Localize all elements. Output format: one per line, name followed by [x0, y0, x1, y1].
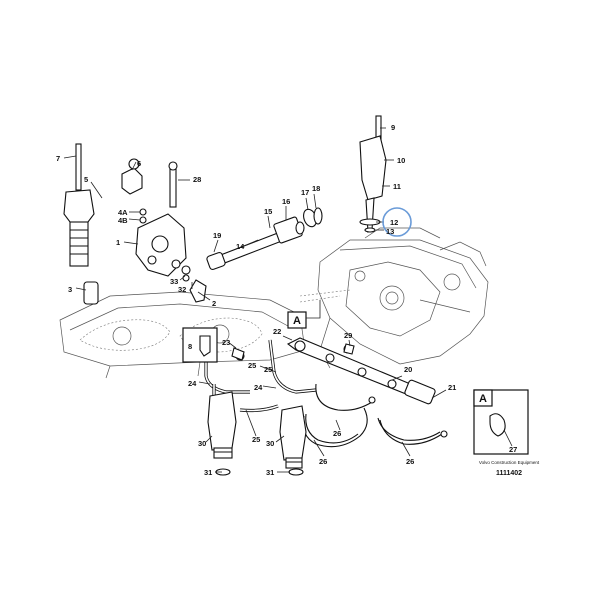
callout-10: 10	[397, 156, 405, 165]
callout-22: 22	[273, 327, 281, 336]
callout-23: 23	[222, 338, 230, 347]
detail-view-a: A	[473, 389, 529, 455]
callout-26-lower: 26	[319, 457, 327, 466]
callout-25-lower: 25	[252, 435, 260, 444]
callout-26-right: 26	[406, 457, 414, 466]
callout-28: 28	[193, 175, 201, 184]
callout-24-left: 24	[188, 379, 197, 388]
small-fasteners	[231, 343, 355, 361]
drawing-number: 1111402	[495, 470, 523, 477]
unit-injectors	[207, 391, 307, 476]
callout-17: 17	[301, 188, 309, 197]
callout-20: 20	[404, 365, 412, 374]
callout-9: 9	[391, 123, 395, 132]
callout-27: 27	[509, 445, 517, 454]
injector-tube-parts	[206, 207, 323, 271]
callout-16: 16	[282, 197, 290, 206]
callout-25-right: 25	[264, 365, 272, 374]
callout-18: 18	[312, 184, 320, 193]
bracket-detail-box	[182, 327, 218, 363]
callout-12: 12	[390, 218, 398, 227]
callout-13: 13	[386, 227, 394, 236]
callout-2: 2	[212, 299, 216, 308]
highlight-circle-part-12	[382, 207, 412, 237]
callout-1: 1	[116, 238, 120, 247]
callout-21: 21	[448, 383, 456, 392]
callout-32: 32	[178, 285, 186, 294]
view-label-main: A	[287, 300, 321, 329]
callout-15: 15	[264, 207, 272, 216]
fuel-pipes	[204, 339, 317, 413]
callout-5: 5	[84, 175, 88, 184]
callout-4a: 4A	[118, 208, 128, 217]
callout-4b: 4B	[118, 216, 128, 225]
callout-30-left: 30	[198, 439, 206, 448]
callout-31-left: 31	[204, 468, 212, 477]
callout-11: 11	[393, 182, 401, 191]
callout-31-middle: 31	[266, 468, 274, 477]
callout-labels: 1 2 3 4A 4B 5 6 7 8 9 10 11 12 13 14 15 …	[56, 123, 517, 477]
fuel-pump-assembly	[121, 158, 207, 303]
callout-29: 29	[344, 331, 352, 340]
callout-26-middle: 26	[333, 429, 341, 438]
callout-33: 33	[170, 277, 178, 286]
callout-19: 19	[213, 231, 221, 240]
callout-30-middle: 30	[266, 439, 274, 448]
callout-3: 3	[68, 285, 72, 294]
callout-8: 8	[188, 342, 192, 351]
callout-6: 6	[137, 159, 141, 168]
brand-caption: Volvo Construction Equipment	[478, 460, 540, 465]
injector-right	[359, 115, 387, 233]
view-label-main-text: A	[293, 315, 301, 327]
leader-lines	[63, 127, 447, 473]
pump-element	[63, 143, 99, 305]
fuel-rail	[235, 337, 436, 405]
view-label-detail-text: A	[479, 393, 487, 405]
callout-25-upper: 25	[248, 361, 256, 370]
engine-block-outline	[59, 227, 489, 379]
callout-24-middle: 24	[254, 383, 263, 392]
callout-7: 7	[56, 154, 60, 163]
callout-14: 14	[236, 242, 245, 251]
